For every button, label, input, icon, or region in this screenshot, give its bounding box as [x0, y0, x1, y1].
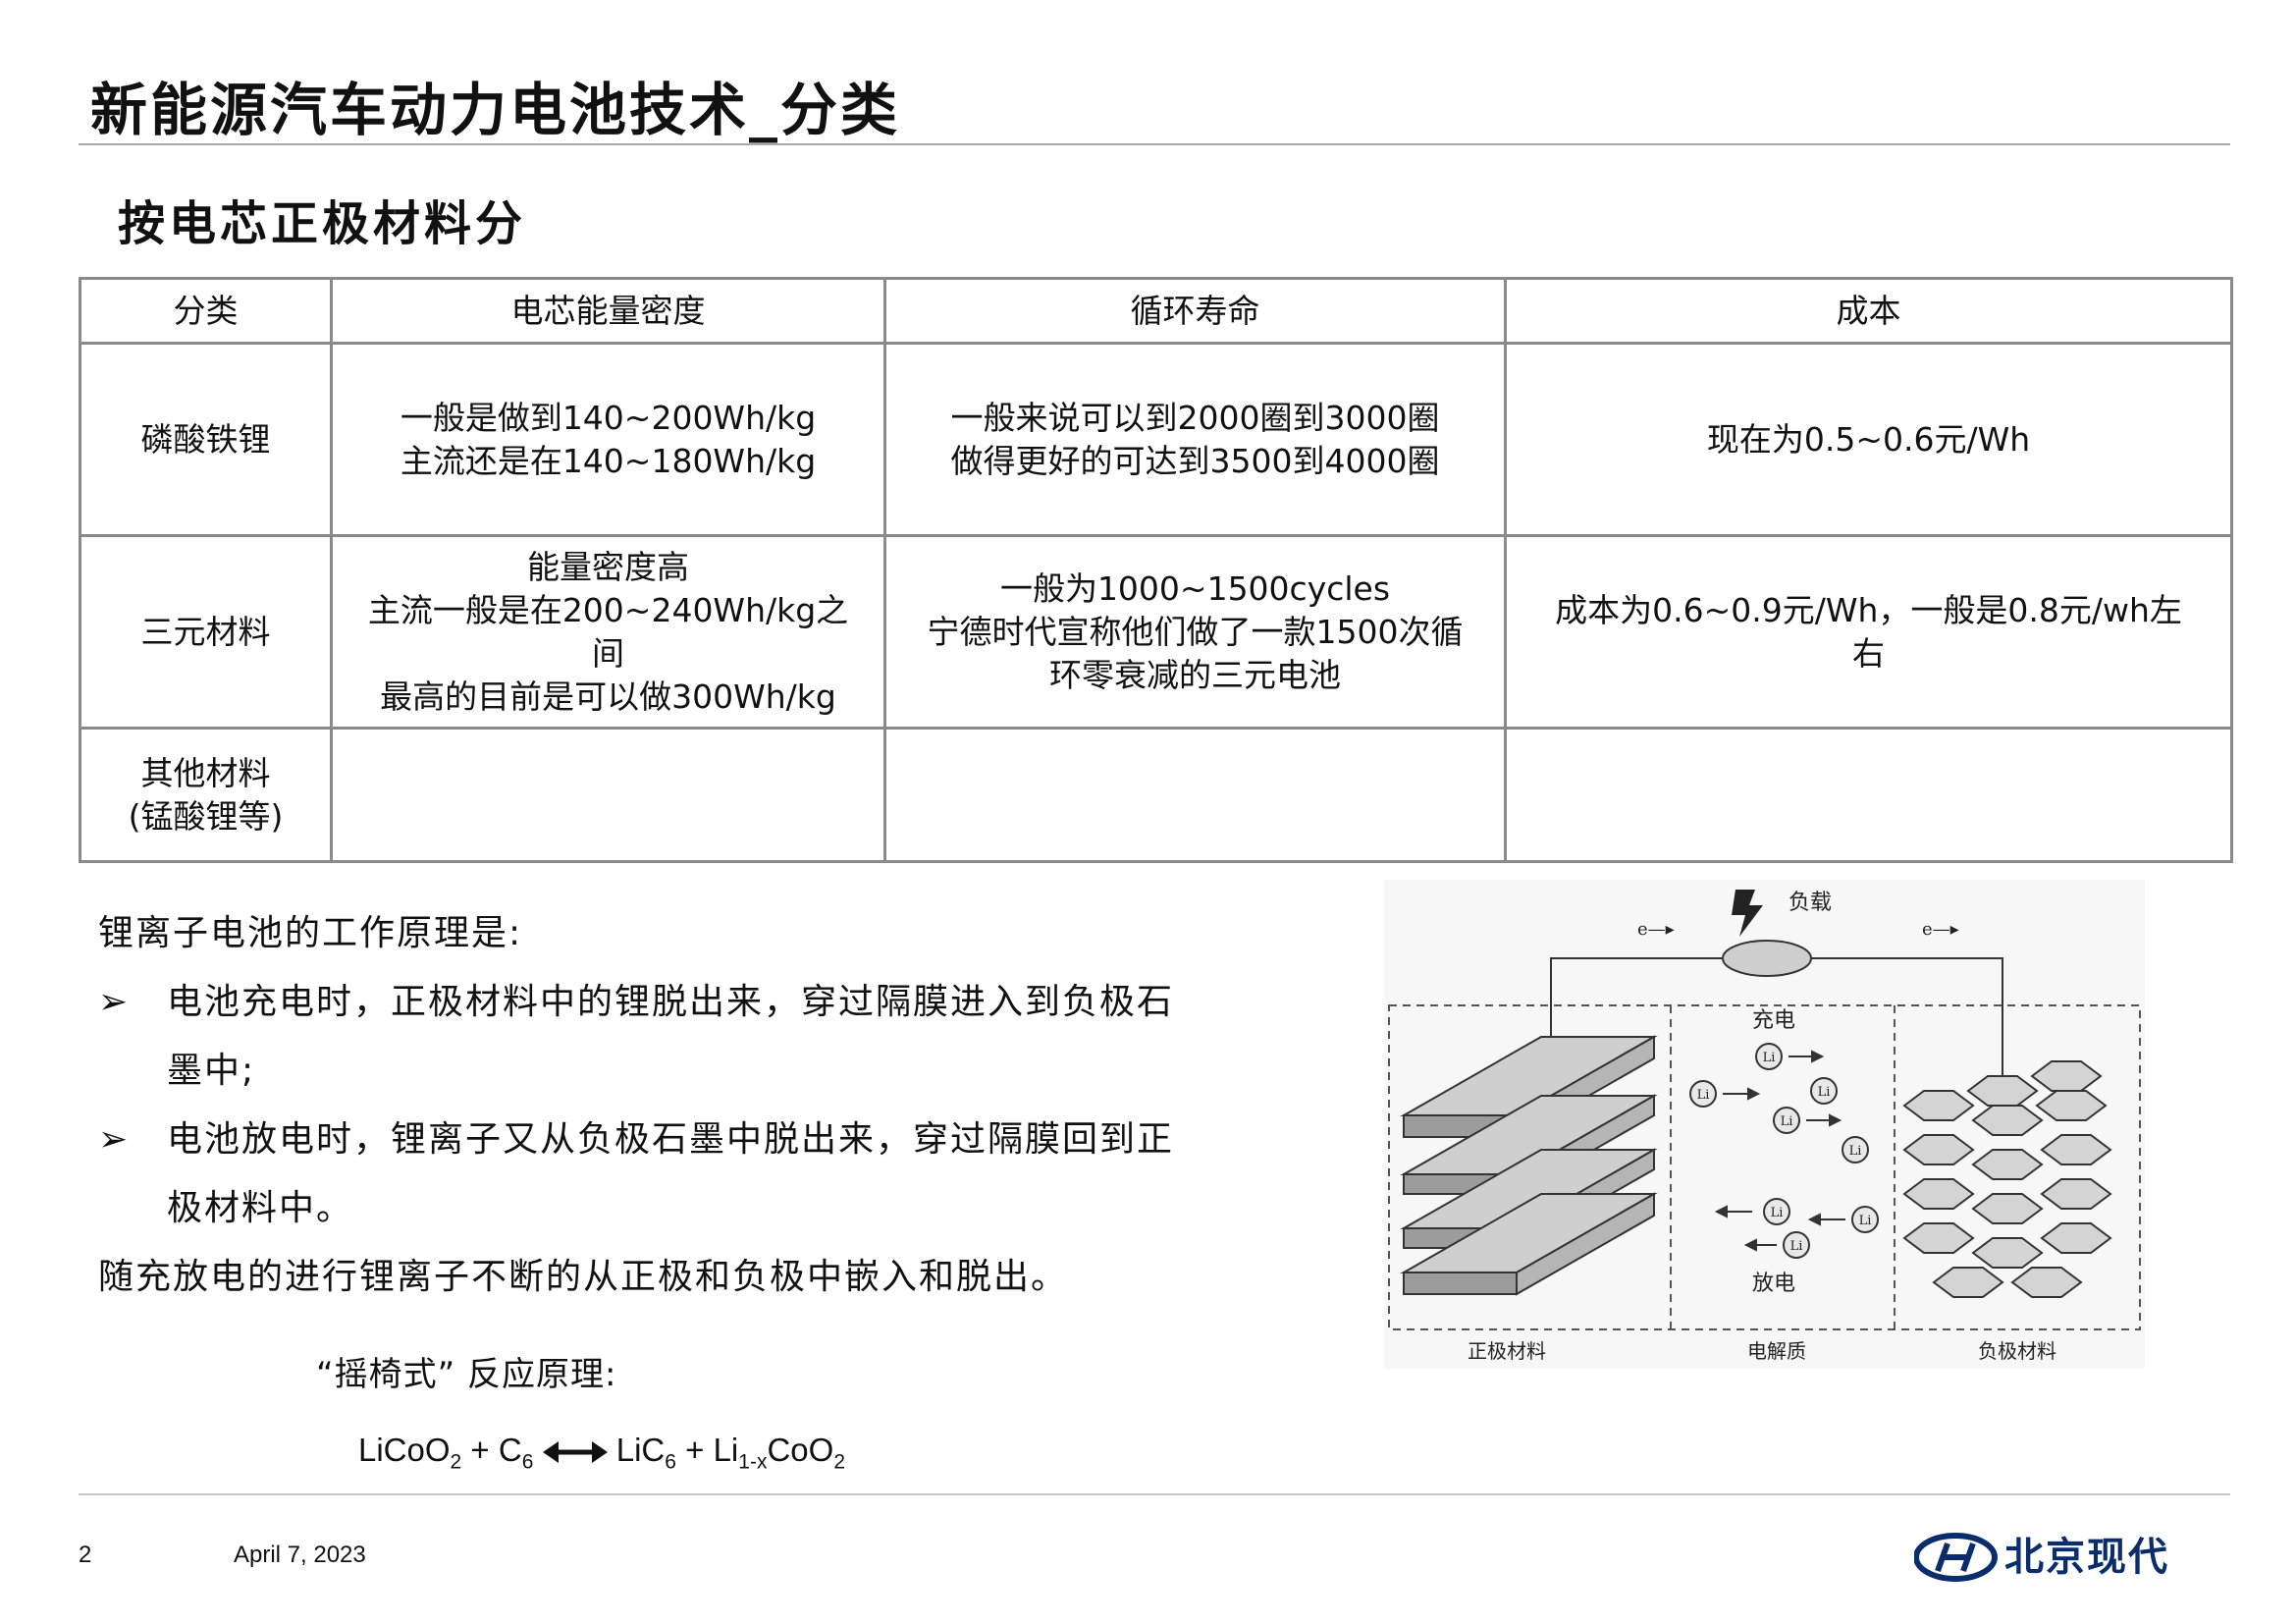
formula-plus: +: [470, 1432, 490, 1468]
load-label: 负载: [1789, 891, 1832, 915]
formula-plus: +: [685, 1432, 705, 1468]
electron-flow-right: e—▸: [1922, 919, 1959, 940]
row-other-cost: [1504, 727, 2233, 863]
cell-line: 右: [1852, 633, 1885, 673]
rocking-chair-label: “摇椅式” 反应原理:: [316, 1355, 617, 1394]
bullet-text: 极材料中。: [167, 1188, 354, 1228]
formula-subscript: 2: [450, 1450, 462, 1474]
external-circuit-right: [1806, 957, 2003, 1076]
row-lfp-cycle-life: 一般来说可以到2000圈到3000圈 做得更好的可达到3500到4000圈: [883, 342, 1507, 537]
formula-term: LiCoO: [358, 1432, 451, 1468]
footer-divider: [79, 1493, 2230, 1495]
formula-subscript: 6: [665, 1450, 676, 1474]
cell-line: 成本为0.6~0.9元/Wh，一般是0.8元/wh左: [1555, 590, 2182, 629]
reaction-formula: LiCoO2 + C6 LiC6 + Li1-xCoO2: [358, 1432, 845, 1475]
cell-line: 其他材料: [140, 753, 271, 792]
cathode-label: 正极材料: [1468, 1339, 1546, 1363]
formula-subscript: 6: [521, 1450, 534, 1474]
double-arrow-icon: [542, 1441, 608, 1464]
title-divider: [79, 143, 2230, 145]
cathode-layers: [1400, 1035, 1658, 1296]
cell-line: 主流还是在140~180Wh/kg: [400, 441, 817, 480]
cell-line: 主流一般是在200~240Wh/kg之: [367, 590, 849, 629]
formula-term: CoO: [767, 1432, 834, 1468]
row-lfp-energy-density: 一般是做到140~200Wh/kg 主流还是在140~180Wh/kg: [330, 342, 886, 537]
cell-line: 一般为1000~1500cycles: [999, 568, 1391, 608]
li-ion-label: Li: [1697, 1088, 1710, 1103]
cell-line: (锰酸锂等): [128, 796, 284, 836]
cell-line: 环零衰减的三元电池: [1049, 655, 1341, 694]
li-ion-label: Li: [1763, 1051, 1776, 1065]
formula-term: C: [498, 1432, 522, 1468]
formula-term: Li: [713, 1432, 739, 1468]
cell-line: 一般是做到140~200Wh/kg: [400, 398, 817, 437]
lightning-icon: [1732, 890, 1763, 937]
bullet-text: 电池充电时，正极材料中的锂脱出来，穿过隔膜进入到负极石: [167, 982, 1175, 1022]
cell-line: 做得更好的可达到3500到4000圈: [950, 441, 1440, 480]
anode-label: 负极材料: [1978, 1339, 2056, 1363]
page-title: 新能源汽车动力电池技术_分类: [90, 77, 901, 143]
table-row: 其他材料 (锰酸锂等): [79, 727, 2233, 863]
li-ion-label: Li: [1818, 1085, 1831, 1100]
footer-date: April 7, 2023: [234, 1542, 366, 1568]
row-ternary-energy-density: 能量密度高 主流一般是在200~240Wh/kg之 间 最高的目前是可以做300…: [330, 534, 886, 730]
cathode-comparison-table: 分类 电芯能量密度 循环寿命 成本 磷酸铁锂 一般是做到140~200Wh/kg…: [79, 277, 2233, 863]
li-ion-label: Li: [1781, 1114, 1793, 1129]
charge-label: 充电: [1752, 1008, 1795, 1033]
cell-boundary: [1388, 1004, 2141, 1330]
row-ternary-category: 三元材料: [79, 534, 333, 730]
row-lfp-cost: 现在为0.5~0.6元/Wh: [1504, 342, 2233, 537]
header-category: 分类: [79, 277, 333, 345]
header-energy-density: 电芯能量密度: [330, 277, 886, 345]
anode-graphite: [1902, 1060, 2112, 1298]
bullet-arrow-icon: ➢: [98, 982, 131, 1022]
electron-flow-left: e—▸: [1637, 919, 1675, 940]
load-icon: [1722, 940, 1812, 977]
table-row: 磷酸铁锂 一般是做到140~200Wh/kg 主流还是在140~180Wh/kg…: [79, 342, 2233, 537]
discharge-label: 放电: [1752, 1272, 1795, 1296]
row-lfp-category: 磷酸铁锂: [79, 342, 333, 537]
bullet-arrow-icon: ➢: [98, 1119, 131, 1160]
row-ternary-cost: 成本为0.6~0.9元/Wh，一般是0.8元/wh左 右: [1504, 534, 2233, 730]
row-other-cycle-life: [883, 727, 1507, 863]
principle-conclusion: 随充放电的进行锂离子不断的从正极和负极中嵌入和脱出。: [98, 1257, 1069, 1297]
bullet-charge: ➢ 电池充电时，正极材料中的锂脱出来，穿过隔膜进入到负极石 墨中;: [98, 968, 1227, 1106]
bullet-discharge: ➢ 电池放电时，锂离子又从负极石墨中脱出来，穿过隔膜回到正 极材料中。: [98, 1106, 1227, 1243]
table-row: 三元材料 能量密度高 主流一般是在200~240Wh/kg之 间 最高的目前是可…: [79, 534, 2233, 730]
bullet-text: 墨中;: [167, 1051, 256, 1091]
cell-line: 能量密度高: [527, 547, 689, 586]
page-number: 2: [79, 1542, 92, 1568]
working-principle: 锂离子电池的工作原理是: ➢ 电池充电时，正极材料中的锂脱出来，穿过隔膜进入到负…: [98, 899, 1227, 1312]
ion-flow-arrows: [1714, 1050, 1845, 1252]
row-other-category: 其他材料 (锰酸锂等): [79, 727, 333, 863]
formula-subscript: 1-x: [738, 1450, 768, 1474]
formula-term: LiC: [615, 1432, 666, 1468]
li-ion-label: Li: [1859, 1214, 1872, 1228]
brand-name: 北京现代: [2004, 1535, 2169, 1580]
external-circuit-left: [1550, 957, 1728, 1071]
row-ternary-cycle-life: 一般为1000~1500cycles 宁德时代宣称他们做了一款1500次循 环零…: [883, 534, 1507, 730]
section-subtitle: 按电芯正极材料分: [118, 196, 527, 251]
principle-intro: 锂离子电池的工作原理是:: [98, 913, 523, 953]
li-ion-label: Li: [1790, 1239, 1803, 1254]
table-header-row: 分类 电芯能量密度 循环寿命 成本: [79, 277, 2233, 345]
bullet-text: 电池放电时，锂离子又从负极石墨中脱出来，穿过隔膜回到正: [167, 1119, 1175, 1160]
cell-line: 一般来说可以到2000圈到3000圈: [950, 398, 1440, 437]
li-ion-particles: [1689, 1043, 1879, 1259]
header-cycle-life: 循环寿命: [883, 277, 1507, 345]
li-ion-label: Li: [1771, 1206, 1784, 1220]
li-ion-label: Li: [1849, 1144, 1862, 1159]
formula-subscript: 2: [833, 1450, 845, 1474]
cell-line: 间: [592, 633, 624, 673]
row-other-energy-density: [330, 727, 886, 863]
electrolyte-label: 电解质: [1747, 1339, 1806, 1363]
header-cost: 成本: [1504, 277, 2233, 345]
cell-line: 最高的目前是可以做300Wh/kg: [380, 677, 836, 716]
hyundai-logo-icon: [1914, 1533, 1998, 1582]
cell-line: 宁德时代宣称他们做了一款1500次循: [927, 612, 1464, 651]
li-ion-working-diagram: 负载 e—▸ e—▸ 充电 放电: [1384, 880, 2145, 1369]
